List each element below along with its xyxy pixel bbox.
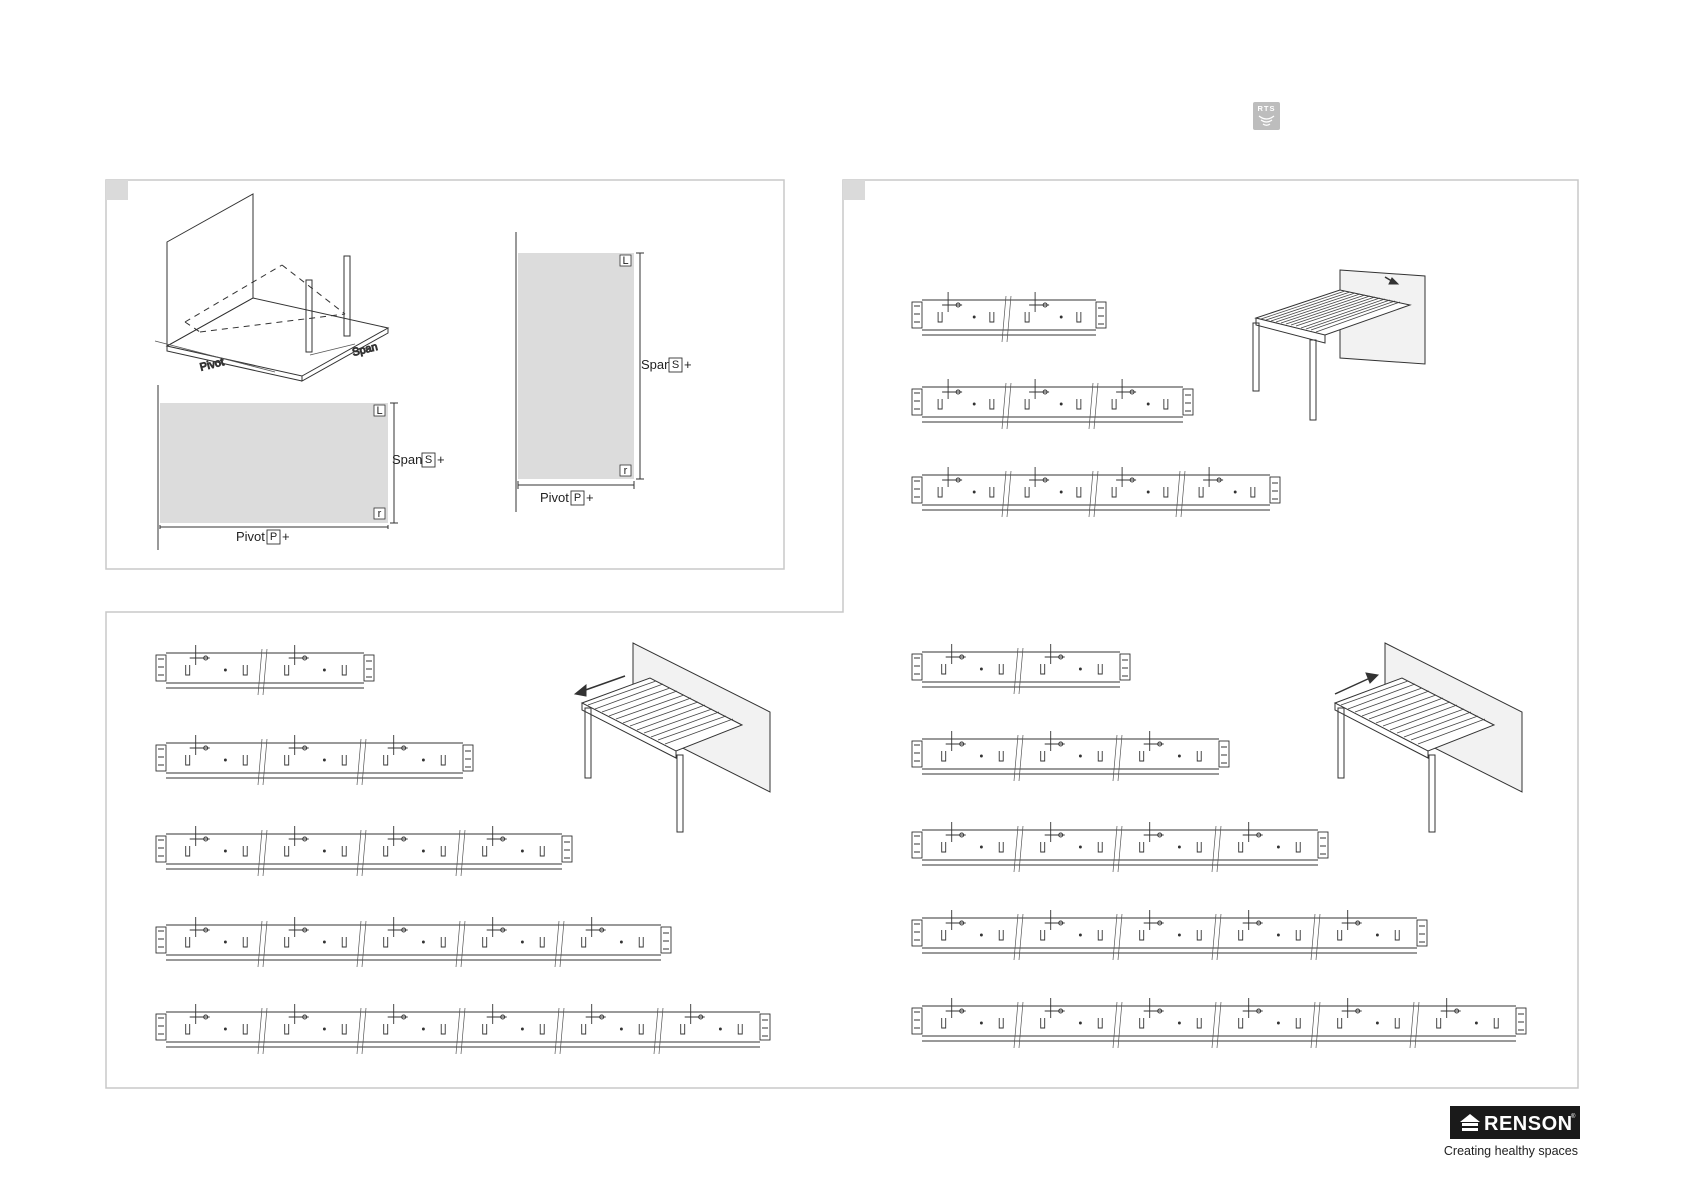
- row-right-lower-3: [912, 822, 1328, 872]
- span-symbol: S: [425, 454, 432, 466]
- span-label: Span: [641, 357, 671, 372]
- svg-text:P: P: [574, 492, 581, 504]
- svg-text:+: +: [437, 452, 445, 467]
- plan-vertical-area: [518, 253, 634, 479]
- plan-horizontal-area: [160, 403, 388, 523]
- svg-text:+: +: [586, 490, 594, 505]
- row-left-lower-5: [156, 1004, 770, 1054]
- plan-vertical: L r Span S + Pivot P +: [516, 232, 692, 512]
- brand-tagline: Creating healthy spaces: [1444, 1144, 1578, 1158]
- panel-layouts-marker: [843, 180, 865, 200]
- svg-text:S: S: [672, 359, 679, 371]
- row-left-lower-4: [156, 917, 671, 967]
- plan-horizontal: L r Span S + Pivot P +: [158, 385, 445, 550]
- pivot-symbol: P: [270, 531, 277, 543]
- svg-text:®: ®: [1571, 1113, 1576, 1120]
- pivot-label: Pivot: [236, 529, 265, 544]
- panel-dimensions-marker: [106, 180, 128, 200]
- svg-text:+: +: [282, 529, 290, 544]
- rts-badge: RTS: [1253, 102, 1280, 130]
- row-left-lower-1: [156, 645, 374, 695]
- row-left-lower-2: [156, 735, 473, 785]
- row-right-upper-1: [912, 292, 1106, 342]
- corner-marker-top: L: [376, 405, 382, 417]
- pergola-illustration-top: [1253, 270, 1425, 420]
- svg-text:Span: Span: [351, 341, 379, 359]
- rts-label: RTS: [1258, 104, 1276, 113]
- svg-text:L: L: [622, 255, 628, 267]
- row-right-upper-2: [912, 379, 1193, 429]
- row-right-lower-4: [912, 910, 1427, 960]
- corner-marker-bottom: r: [378, 508, 382, 520]
- svg-text:+: +: [684, 357, 692, 372]
- pergola-illustration-right: [1335, 643, 1522, 832]
- row-right-lower-2: [912, 731, 1229, 781]
- svg-text:r: r: [624, 465, 628, 477]
- site-isometric-drawing: Pivot Span: [155, 194, 388, 381]
- span-label: Span: [392, 452, 422, 467]
- row-right-upper-3: [912, 467, 1280, 517]
- pivot-label: Pivot: [540, 490, 569, 505]
- row-right-lower-1: [912, 644, 1130, 694]
- renson-logo: RENSON ® Creating healthy spaces: [1444, 1106, 1580, 1158]
- row-right-lower-5: [912, 998, 1526, 1048]
- row-left-lower-3: [156, 826, 572, 876]
- brand-name: RENSON: [1484, 1113, 1573, 1135]
- pergola-illustration-left: [575, 643, 770, 832]
